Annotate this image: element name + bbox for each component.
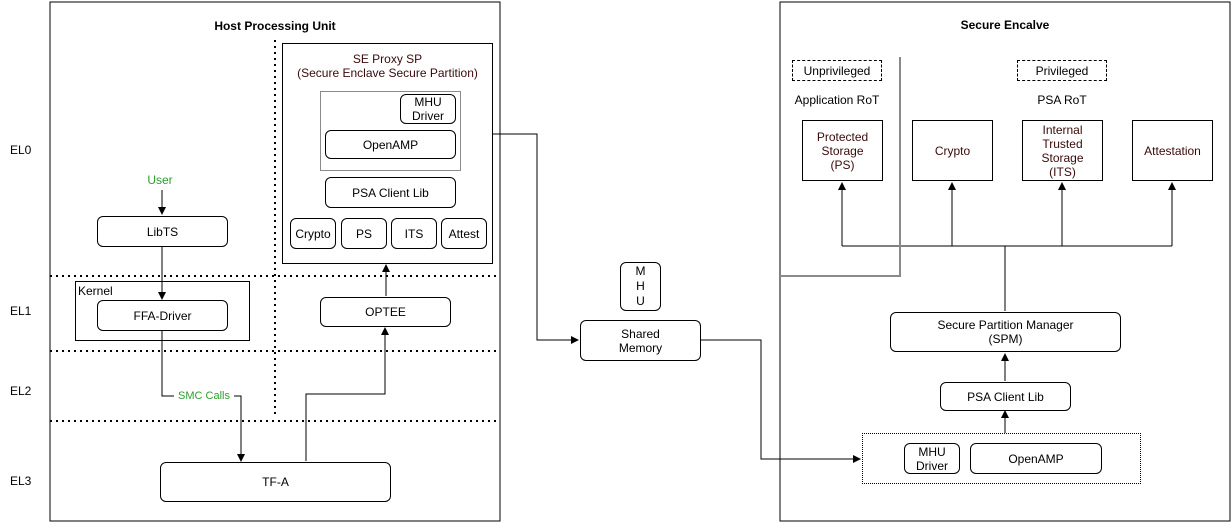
se-proxy-ps-label: PS xyxy=(355,226,372,241)
se-proxy-mhu-driver-box: MHU Driver xyxy=(400,94,456,124)
ffa-driver-label: FFA-Driver xyxy=(133,308,192,323)
tfa-box: TF-A xyxy=(160,462,391,502)
smc-calls-label: SMC Calls xyxy=(174,389,234,403)
mhu-letter-m: M xyxy=(635,264,646,278)
protected-storage-box: Protected Storage (PS) xyxy=(802,120,883,181)
attestation-label: Attestation xyxy=(1144,143,1201,158)
mhu-letter-u: U xyxy=(636,294,645,308)
unprivileged-tag: Unprivileged xyxy=(792,60,882,81)
level-label-el0: EL0 xyxy=(10,143,32,157)
enclave-mhu-driver-box: MHU Driver xyxy=(904,443,960,474)
application-rot-label: Application RoT xyxy=(794,93,880,107)
privileged-label: Privileged xyxy=(1035,63,1089,78)
se-proxy-subtitle: (Secure Enclave Secure Partition) xyxy=(297,66,478,80)
enclave-psa-client-lib-box: PSA Client Lib xyxy=(940,382,1071,411)
se-proxy-its-label: ITS xyxy=(404,226,424,241)
crypto-box: Crypto xyxy=(912,120,993,181)
optee-box: OPTEE xyxy=(320,297,451,327)
enclave-title: Secure Encalve xyxy=(960,18,1050,32)
crypto-label: Crypto xyxy=(934,143,971,158)
psa-rot-label: PSA RoT xyxy=(1037,93,1087,107)
privileged-tag: Privileged xyxy=(1017,60,1107,81)
se-proxy-mhu-driver-label: MHU Driver xyxy=(412,95,444,123)
kernel-label: Kernel xyxy=(78,284,113,298)
host-frame xyxy=(49,1,501,522)
enclave-psa-client-lib-label: PSA Client Lib xyxy=(967,389,1044,404)
se-proxy-attest-box: Attest xyxy=(441,218,487,249)
unprivileged-label: Unprivileged xyxy=(803,63,871,78)
privilege-boundary xyxy=(780,57,901,277)
se-proxy-its-box: ITS xyxy=(391,218,437,249)
its-box: Internal Trusted Storage (ITS) xyxy=(1022,120,1103,181)
se-proxy-transport-group xyxy=(320,91,461,171)
host-title: Host Processing Unit xyxy=(214,19,336,33)
ffa-driver-box: FFA-Driver xyxy=(97,300,228,331)
kernel-box: Kernel xyxy=(75,281,250,341)
se-proxy-title: SE Proxy SP xyxy=(352,52,423,66)
se-proxy-openamp-box: OpenAMP xyxy=(325,130,456,159)
protected-storage-label: Protected Storage (PS) xyxy=(816,129,869,172)
libts-box: LibTS xyxy=(97,216,228,247)
se-proxy-psa-client-lib-label: PSA Client Lib xyxy=(352,185,429,200)
se-proxy-openamp-label: OpenAMP xyxy=(362,137,419,152)
se-proxy-box xyxy=(282,43,493,264)
se-proxy-ps-box: PS xyxy=(341,218,387,249)
level-label-el1: EL1 xyxy=(10,304,32,318)
attestation-box: Attestation xyxy=(1132,120,1213,181)
spm-label: Secure Partition Manager (SPM) xyxy=(937,318,1074,346)
enclave-transport-group xyxy=(862,433,1141,484)
shared-memory-label: Shared Memory xyxy=(618,326,663,355)
enclave-openamp-label: OpenAMP xyxy=(1008,451,1064,466)
tfa-label: TF-A xyxy=(262,475,289,489)
spm-box: Secure Partition Manager (SPM) xyxy=(890,312,1121,352)
libts-label: LibTS xyxy=(146,224,179,239)
user-label: User xyxy=(147,173,173,187)
mhu-letter-h: H xyxy=(636,279,645,293)
se-proxy-psa-client-lib-box: PSA Client Lib xyxy=(325,177,456,208)
shared-memory-box: Shared Memory xyxy=(580,320,701,361)
se-proxy-crypto-label: Crypto xyxy=(295,226,331,241)
its-label: Internal Trusted Storage (ITS) xyxy=(1041,122,1084,179)
enclave-mhu-driver-label: MHU Driver xyxy=(916,444,948,473)
se-proxy-attest-label: Attest xyxy=(448,226,480,241)
optee-label: OPTEE xyxy=(365,305,406,319)
level-label-el3: EL3 xyxy=(10,474,32,488)
enclave-openamp-box: OpenAMP xyxy=(970,443,1102,474)
level-label-el2: EL2 xyxy=(10,384,32,398)
enclave-frame xyxy=(779,1,1231,522)
se-proxy-crypto-box: Crypto xyxy=(290,218,336,249)
mhu-box: M H U xyxy=(620,262,661,311)
